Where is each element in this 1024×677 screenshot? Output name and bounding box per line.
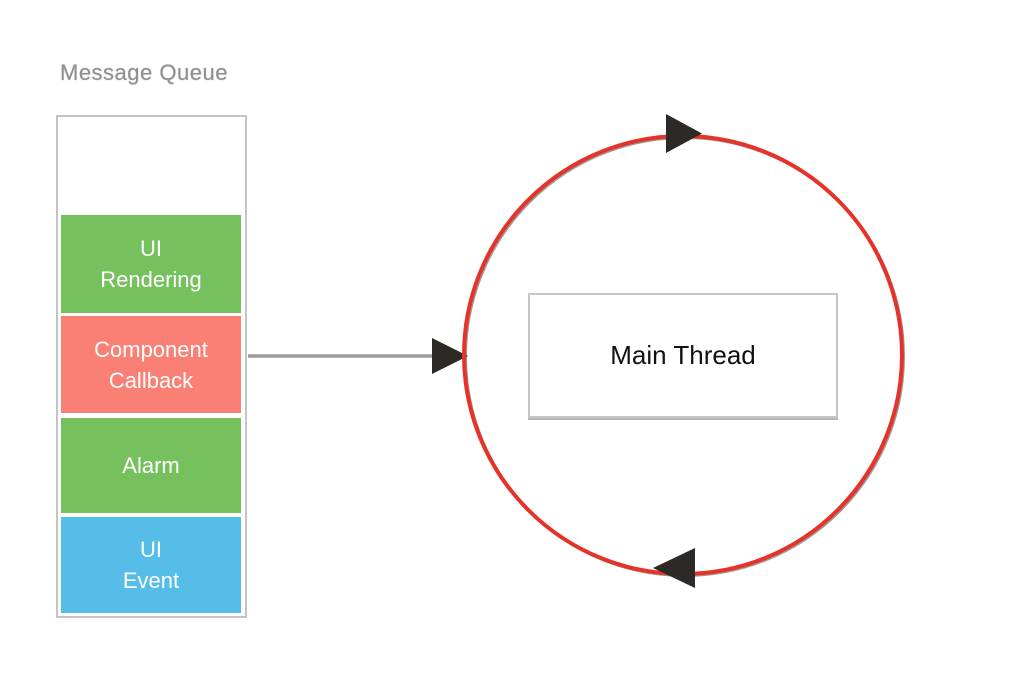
queue-item-label-line: Rendering (100, 267, 202, 292)
message-queue-title: Message Queue (60, 60, 228, 85)
queue-item-label-line: UI (140, 537, 162, 562)
loop-bottom-arrowhead-icon (653, 548, 695, 588)
main-thread-label: Main Thread (610, 340, 756, 370)
queue-item-ui-event: UI Event (61, 517, 241, 613)
queue-item-label-line: Event (122, 568, 180, 593)
queue-item-label-line: UI (140, 236, 162, 261)
queue-item-ui-rendering: UI Rendering (61, 215, 241, 313)
queue-item-component-callback: Component Callback (61, 316, 241, 413)
message-queue-container: UI Rendering Component Callback Alarm UI… (56, 115, 247, 618)
queue-item-label-line: Component (94, 336, 208, 362)
main-thread-box: Main Thread (528, 293, 838, 418)
queue-item-label-line: Callback (108, 367, 194, 393)
queue-to-loop-arrowhead-icon (432, 338, 468, 374)
queue-item-label-line: Alarm (122, 453, 180, 478)
queue-item-alarm: Alarm (61, 418, 241, 513)
loop-top-arrowhead-icon (666, 114, 702, 153)
